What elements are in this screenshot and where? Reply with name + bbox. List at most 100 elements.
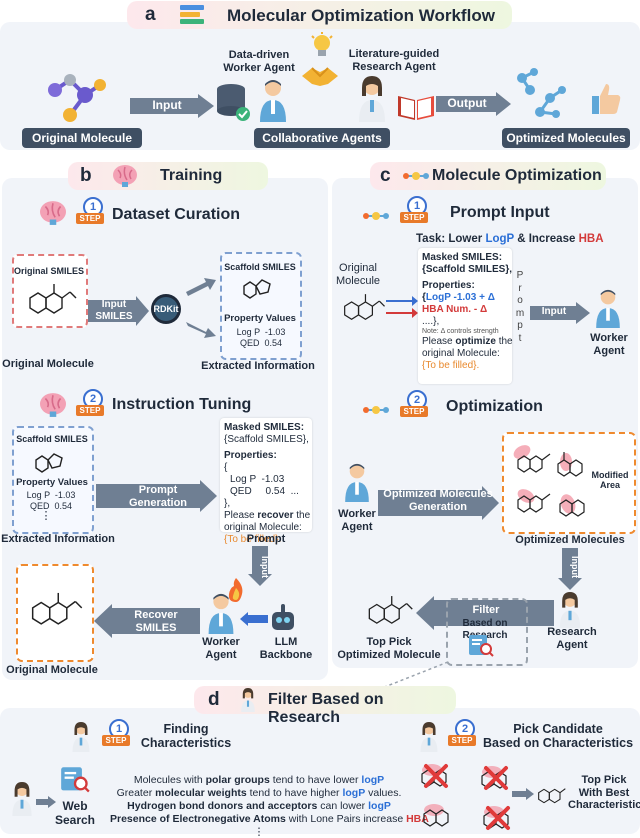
property-values-label-2: Property Values bbox=[16, 477, 88, 488]
section-a-title: Molecular Optimization Workflow bbox=[227, 6, 495, 25]
prompt-label: Prompt bbox=[246, 533, 286, 545]
b-worker-agent-icon bbox=[208, 593, 234, 634]
web-search-label: Web Search bbox=[54, 799, 96, 827]
output-arrow bbox=[436, 92, 511, 116]
brain-icon bbox=[113, 165, 137, 187]
prompt-input-title: Prompt Input bbox=[450, 204, 550, 221]
card-l6: QED 0.54 ... bbox=[230, 486, 299, 497]
prompt-down-arrow bbox=[248, 546, 272, 586]
molecule-chain-icon-2 bbox=[363, 212, 389, 220]
extracted-info-box bbox=[220, 252, 302, 360]
optimized-molecules-box: Optimized Molecules bbox=[502, 128, 630, 148]
output-label: Output bbox=[447, 96, 487, 110]
web-search-icon bbox=[61, 767, 90, 793]
card-l9: original Molecule: bbox=[224, 522, 302, 533]
finding-2: Greater molecular weights tend to have h… bbox=[116, 787, 402, 800]
fire-icon bbox=[228, 578, 243, 602]
brain-small-icon bbox=[40, 201, 66, 225]
findings-dots: ⋮ bbox=[253, 825, 265, 838]
qed-row-2: QED 0.54 bbox=[29, 501, 73, 511]
search-doc-icon bbox=[469, 635, 494, 657]
input-smiles-arrow bbox=[88, 296, 149, 326]
c-original-molecule-label: Original Molecule bbox=[335, 262, 381, 287]
pick-candidate-title: Pick Candidate Based on Characteristics bbox=[482, 722, 634, 751]
extracted-info-box-2 bbox=[12, 426, 94, 534]
recovered-molecule-box bbox=[16, 564, 94, 662]
top-pick-best-molecule bbox=[538, 788, 566, 804]
d-research-agent-icon bbox=[241, 688, 255, 712]
section-c-letter: c bbox=[380, 165, 391, 186]
qed-row: QED 0.54 bbox=[239, 338, 283, 348]
card-l2: {Scaffold SMILES}, bbox=[224, 434, 309, 445]
section-d-title: Filter Based on Research bbox=[268, 691, 384, 726]
thumbs-up-icon bbox=[592, 84, 621, 114]
scaffold-smiles-label-2: Scaffold SMILES bbox=[16, 434, 88, 444]
prompt-generation-label: Prompt Generation bbox=[128, 484, 188, 509]
optimized-molecules-drawing bbox=[513, 445, 585, 517]
optimized-molecules-label: Optimized Molecules bbox=[515, 534, 625, 546]
handshake-icon bbox=[302, 67, 338, 86]
collaborative-agents-box: Collaborative Agents bbox=[254, 128, 390, 148]
section-a-header: a Molecular Optimization Workflow bbox=[127, 1, 512, 29]
section-b-title: Training bbox=[160, 167, 223, 184]
c-down-arrow bbox=[558, 548, 582, 590]
c-research-agent-label: Research Agent bbox=[547, 626, 597, 651]
card-l1: Masked SMILES: bbox=[224, 422, 305, 433]
section-a-letter: a bbox=[145, 4, 156, 25]
molecule-chain-icon-3 bbox=[363, 406, 389, 414]
c-worker-agent-icon bbox=[596, 289, 620, 328]
llm-backbone-label: LLM Backbone bbox=[259, 636, 313, 661]
optimization-title: Optimization bbox=[446, 398, 543, 415]
c-worker-agent-icon-2 bbox=[345, 463, 369, 502]
section-d-letter: d bbox=[208, 689, 220, 710]
c-input-label-2: Input bbox=[570, 556, 580, 578]
logp-pointer-arrow bbox=[386, 296, 418, 306]
top-pick-molecule-structure bbox=[368, 596, 413, 624]
worker-agent-icon bbox=[260, 80, 286, 122]
section-c-header: c Molecule Optimization bbox=[370, 162, 606, 190]
input-arrow bbox=[130, 94, 214, 118]
worker-agent-title: Data-driven Worker Agent bbox=[223, 49, 295, 74]
rdkit-label: RDKit bbox=[153, 304, 179, 314]
c-worker-agent-label: Worker Agent bbox=[590, 332, 628, 357]
card-l7: }, bbox=[224, 498, 231, 509]
filter-label: Filter bbox=[472, 604, 500, 616]
lightbulb-icon bbox=[311, 32, 333, 56]
training-prompt-card: Masked SMILES: {Scaffold SMILES}, Proper… bbox=[220, 418, 312, 545]
finding-3: Hydrogen bond donors and acceptors can l… bbox=[127, 800, 391, 813]
finding-1: Molecules with polar groups tend to have… bbox=[133, 774, 385, 786]
research-agent-icon-2 bbox=[559, 592, 581, 628]
workflow-icon bbox=[180, 5, 204, 24]
b-input-label: Input bbox=[260, 556, 270, 578]
c-input-label: Input bbox=[541, 306, 567, 317]
section-d-panel bbox=[0, 708, 640, 834]
scaffold-structure bbox=[243, 279, 271, 299]
logp-row: Log P -1.03 bbox=[236, 327, 286, 337]
card-l10: {To be filled}. bbox=[224, 534, 282, 545]
research-agent-icon bbox=[359, 76, 385, 122]
modified-area-label: Modified Area bbox=[591, 470, 629, 491]
optimized-molecules-icon bbox=[517, 68, 566, 118]
c-input-arrow bbox=[530, 302, 590, 324]
b-original-molecule-label-2: Original Molecule bbox=[6, 664, 98, 676]
original-molecule-icon bbox=[48, 74, 106, 122]
original-smiles-label: Original SMILES bbox=[14, 266, 85, 276]
d-research-agent-icon-3 bbox=[420, 722, 438, 752]
task-line: Task: Lower LogP & Increase HBA bbox=[416, 233, 604, 245]
database-icon bbox=[217, 84, 250, 121]
section-b-letter: b bbox=[80, 165, 92, 186]
top-pick-arrow bbox=[512, 788, 534, 800]
prompt-vertical-label: P r o m p t bbox=[515, 270, 525, 344]
section-d-header: d Filter Based on Research bbox=[194, 686, 456, 726]
input-label: Input bbox=[152, 98, 182, 112]
card-l5: Log P -1.03 bbox=[230, 474, 285, 485]
hba-pointer-arrow bbox=[386, 308, 418, 318]
d-research-agent-icon-2 bbox=[72, 722, 90, 752]
property-values-label: Property Values bbox=[224, 313, 296, 324]
candidate-molecules bbox=[421, 764, 510, 830]
